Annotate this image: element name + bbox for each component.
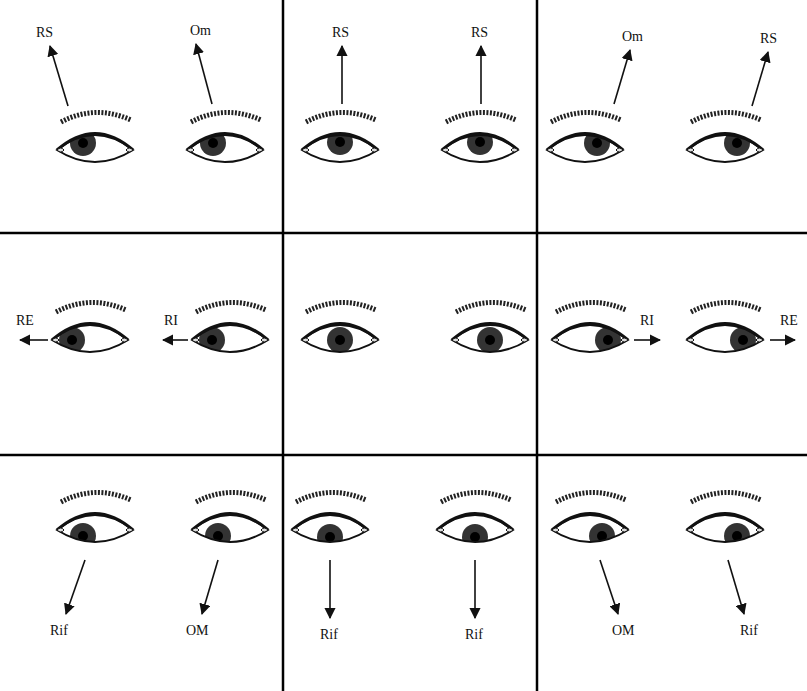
muscle-label: RE [16,314,34,328]
gaze-arrows [20,44,795,618]
muscle-label: RS [36,26,53,40]
muscle-label: Rif [740,624,758,638]
muscle-label: RS [332,26,349,40]
muscle-label: RI [164,314,178,328]
muscle-label: OM [612,624,635,638]
muscle-label: RE [780,314,798,328]
muscle-label: RS [760,32,777,46]
muscle-label: RI [640,314,654,328]
eyes [52,112,763,550]
muscle-label: OM [186,624,209,638]
muscle-label: Om [190,24,211,38]
muscle-label: Rif [50,624,68,638]
muscle-label: Rif [320,628,338,642]
muscle-label: RS [471,26,488,40]
muscle-label: Om [622,30,643,44]
muscle-label: Rif [465,628,483,642]
